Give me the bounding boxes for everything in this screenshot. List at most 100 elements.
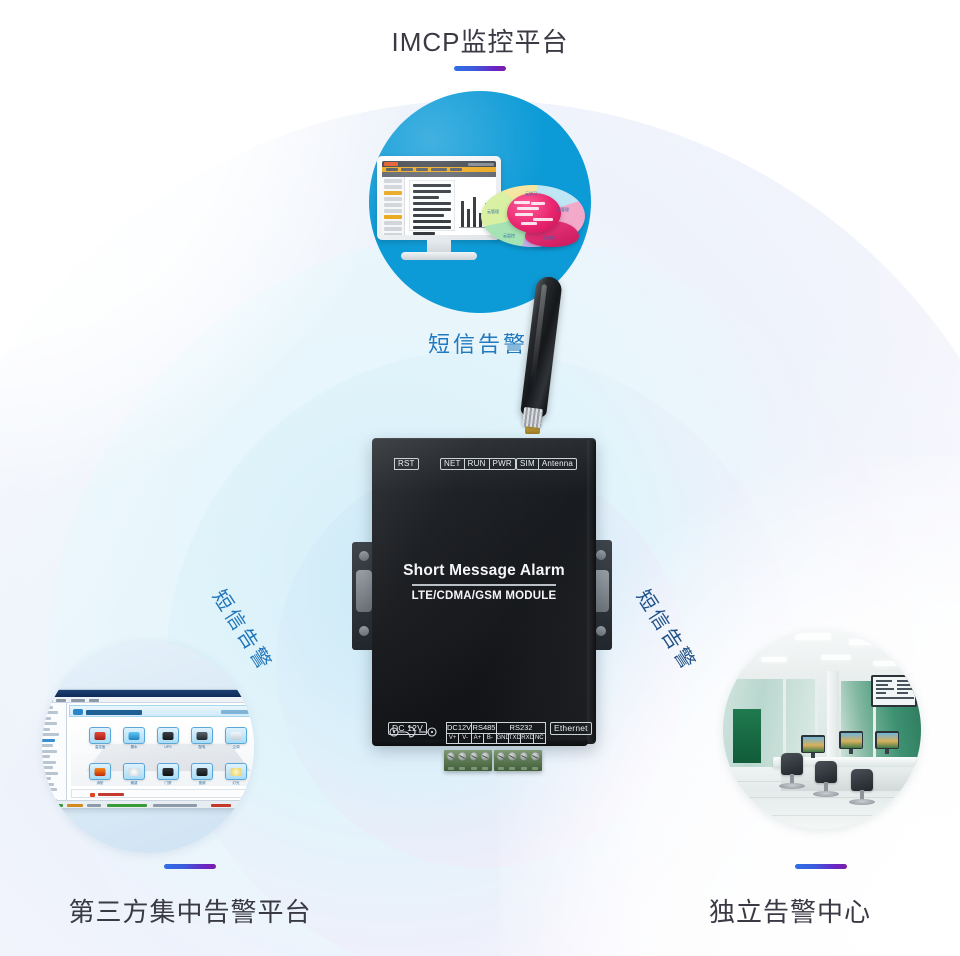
pie-slice-label-5: 云播志 (543, 235, 555, 241)
sw-icon-access-control (157, 763, 179, 780)
sw-icon-label-3: UPS (164, 745, 172, 749)
terminal-pin-txd: TXD (508, 734, 522, 743)
software-banner (69, 705, 254, 717)
terminal-pin-bminus: B- (484, 734, 497, 743)
sw-icon-water-leak (123, 727, 145, 744)
software-banner-meta (221, 710, 254, 714)
ceiling-light-5 (821, 655, 851, 660)
terminal-pin-nc: NC (534, 735, 544, 741)
sw-icon-label-7: 烟感 (130, 781, 138, 785)
partition-mullion-1 (783, 679, 786, 769)
page-title-bottom-left: 第三方集中告警平台 (68, 897, 312, 927)
terminal-header-row: DC12V RS485 RS232 (447, 723, 545, 734)
device-texture (372, 438, 596, 744)
label-run: RUN (463, 458, 490, 470)
app-logo-icon (384, 162, 398, 166)
monitor-stand-neck (427, 240, 451, 254)
accent-bar-top (454, 66, 506, 71)
app-subtoolbar (382, 172, 496, 177)
terminal-legend-table: DC12V RS485 RS232 V+ V- A+ B- GND TXD RX… (446, 722, 546, 744)
terminal-screw (469, 752, 478, 761)
structural-column (827, 671, 839, 775)
pie-slice-label-3: 云管理 (487, 209, 499, 215)
pie-slice-label-1: 云学习 (525, 191, 537, 197)
console-monitor-stand-3 (885, 749, 889, 754)
device-brand-divider (412, 584, 556, 586)
terminal-screw (508, 752, 517, 761)
sw-icon-label-1: 温湿度 (94, 745, 106, 749)
sw-icon-fire (89, 763, 111, 780)
label-group-status-leds: NET RUN PWR (440, 458, 516, 470)
device-right-edge (587, 440, 596, 742)
app-sidebar (382, 177, 405, 235)
terminal-screw (531, 752, 540, 761)
sw-icon-lighting (225, 763, 247, 780)
sw-icon-video (191, 763, 213, 780)
software-status-bar (42, 800, 254, 808)
ceiling-light-1 (747, 637, 777, 643)
page-title-bottom-right: 独立告警中心 (708, 897, 871, 927)
antenna-rod (520, 275, 563, 418)
terminal-pin-aplus: A+ (472, 734, 485, 743)
terminal-pin-gnd: GND (496, 734, 509, 743)
cloud-services-pie-graphic: 云学习 云管理 云管理 云监控 云播志 (481, 179, 585, 253)
green-terminal-block-right (494, 750, 542, 771)
sw-icon-air-conditioner (225, 727, 247, 744)
alert-text (98, 793, 124, 796)
terminal-screw (519, 752, 528, 761)
sw-icon-label-5: 空调 (232, 745, 240, 749)
office-chair-1 (777, 753, 807, 793)
software-alert-bar (71, 789, 254, 798)
photo-gloss-overlay (369, 91, 591, 313)
partition-mullion-3 (873, 679, 876, 769)
console-monitor-stand-1 (811, 753, 815, 758)
green-terminal-block-left (444, 750, 492, 771)
short-message-alarm-device: RST NET RUN PWR SIM Antenna Short Messag… (352, 436, 612, 784)
label-group-sim-antenna: SIM Antenna (516, 458, 578, 470)
monitor-bezel (377, 156, 501, 240)
software-topology-stage: 温湿度 漏水 UPS 配电 空调 消防 烟感 门禁 (71, 719, 254, 786)
terminal-pin-vminus: V- (459, 734, 472, 743)
app-toolbar (382, 167, 496, 172)
app-data-card (409, 180, 455, 235)
ceiling-light-4 (761, 657, 787, 662)
antenna-sma-connector (521, 406, 544, 429)
software-window: 温湿度 漏水 UPS 配电 空调 消防 烟感 门禁 (42, 689, 254, 813)
sw-icon-label-6: 消防 (96, 781, 104, 785)
antenna (498, 275, 568, 444)
label-rst: RST (394, 458, 419, 470)
console-monitor-3 (875, 731, 899, 749)
monitor-screen (382, 161, 496, 235)
software-title-bar (42, 690, 254, 697)
terminal-screw (496, 752, 505, 761)
terminal-header-rs485: RS485 (472, 723, 497, 734)
window-controls (468, 162, 494, 166)
console-monitor-stand-2 (849, 749, 853, 754)
dc-jack-polarity-icon (388, 724, 444, 738)
software-logo-icon (73, 709, 83, 715)
office-chair-3 (847, 769, 877, 809)
software-main-panel: 温湿度 漏水 UPS 配电 空调 消防 烟感 门禁 (67, 703, 254, 800)
accent-bar-bottom-right (795, 864, 847, 869)
flow-label-to-top: 短信告警 (428, 332, 529, 357)
sw-icon-temp-humidity (89, 727, 111, 744)
label-ethernet: Ethernet (550, 722, 592, 735)
console-monitor-1 (801, 735, 825, 753)
ceiling-light-2 (795, 633, 831, 640)
label-dc-12v: DC 12V (388, 722, 427, 735)
alarm-control-room-photo (723, 631, 921, 829)
sw-icon-ups (157, 727, 179, 744)
sw-icon-power-distribution (191, 727, 213, 744)
software-menu-bar (42, 697, 254, 703)
terminal-header-dc12v: DC12V (447, 723, 472, 734)
device-brand-subtitle: LTE/CDMA/GSM MODULE (411, 590, 557, 602)
label-net: NET (440, 458, 465, 470)
ceiling-light-3 (849, 639, 881, 645)
software-banner-title (86, 709, 142, 715)
partition-mullion-2 (815, 679, 818, 769)
terminal-header-rs232: RS232 (497, 723, 545, 734)
terminal-screw (446, 752, 455, 761)
monitor-stand-base (401, 252, 477, 260)
third-party-alarm-software-photo: 温湿度 漏水 UPS 配电 空调 消防 烟感 门禁 (42, 641, 254, 853)
